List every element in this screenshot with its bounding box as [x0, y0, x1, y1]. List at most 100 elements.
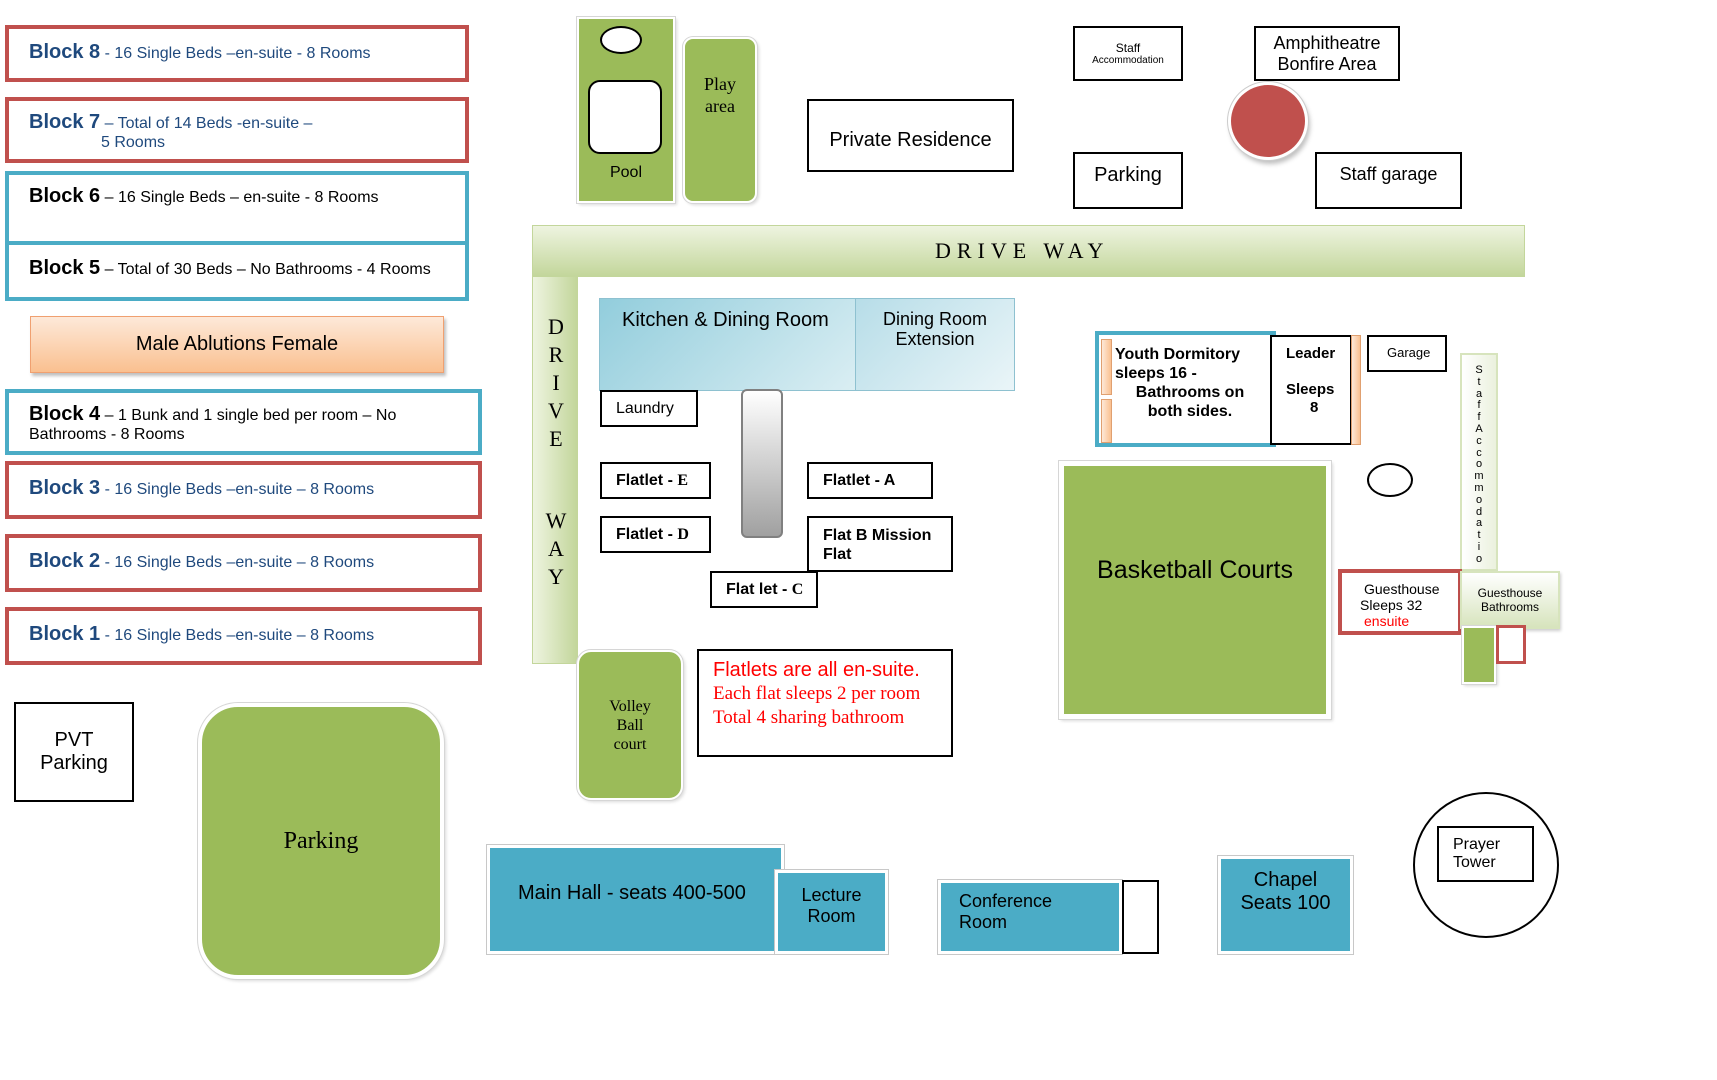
- flatlet-note-line2: Each flat sleeps 2 per room: [713, 683, 921, 704]
- leader-line3: 8: [1310, 399, 1319, 416]
- prayer-tower-line2: Tower: [1453, 854, 1496, 871]
- flatlet-c-a: Flat let -: [726, 581, 792, 598]
- ablutions[interactable]: Male Ablutions Female: [30, 316, 444, 373]
- pvt-parking-line1: PVT: [54, 729, 94, 751]
- block-2-desc: - 16 Single Beds –en-suite – 8 Rooms: [100, 554, 375, 571]
- flatlet-b-line1: Flat B Mission: [823, 527, 932, 544]
- conference-room-line2: Room: [959, 912, 1008, 932]
- dining-room-extension[interactable]: Dining Room Extension: [855, 298, 1015, 391]
- staff-accommodation[interactable]: Staff Accommodation: [1073, 26, 1183, 81]
- private-residence-label: Private Residence: [829, 129, 992, 151]
- block-5[interactable]: Block 5 – Total of 30 Beds – No Bathroom…: [5, 241, 469, 301]
- volleyball-line1: Volley: [609, 697, 651, 715]
- staff-accom-letter: f: [1477, 399, 1481, 412]
- block-5-desc: – Total of 30 Beds – No Bathrooms - 4 Ro…: [100, 261, 431, 278]
- driveway-v-letter: V: [548, 398, 564, 423]
- kitchen-dining-room[interactable]: Kitchen & Dining Room: [599, 298, 856, 391]
- amphitheatre[interactable]: Amphitheatre Bonfire Area: [1254, 26, 1400, 81]
- corridor-pillar: [741, 389, 783, 538]
- prayer-tower-circle[interactable]: Prayer Tower: [1413, 792, 1559, 938]
- staff-accommodation-strip[interactable]: S t a f f A c c o m m o d a t i o: [1460, 353, 1498, 571]
- youth-dorm-line1: Youth Dormitory: [1115, 346, 1241, 363]
- staff-garage[interactable]: Staff garage: [1315, 152, 1462, 209]
- block-1-name: Block 1: [29, 623, 101, 645]
- staff-accom-letter: c: [1476, 446, 1482, 459]
- parking-large[interactable]: Parking: [198, 703, 444, 979]
- laundry[interactable]: Laundry: [600, 390, 698, 427]
- block-3[interactable]: Block 3 - 16 Single Beds –en-suite – 8 R…: [5, 461, 482, 519]
- block-8-desc: - 16 Single Beds –en-suite - 8 Rooms: [100, 45, 371, 62]
- staff-accom-letter: i: [1477, 540, 1481, 553]
- basketball-label: Basketball Courts: [1097, 555, 1293, 584]
- flatlet-d-b: D: [677, 526, 689, 543]
- block-8[interactable]: Block 8 - 16 Single Beds –en-suite - 8 R…: [5, 25, 469, 82]
- youth-dorm-line2: sleeps 16 -: [1115, 365, 1197, 382]
- block-4[interactable]: Block 4 – 1 Bunk and 1 single bed per ro…: [5, 389, 482, 455]
- driveway-v-letter: W: [545, 508, 567, 533]
- laundry-label: Laundry: [616, 400, 674, 417]
- pool-area[interactable]: Pool: [577, 17, 675, 203]
- lecture-room[interactable]: Lecture Room: [775, 870, 888, 954]
- private-residence[interactable]: Private Residence: [807, 99, 1014, 172]
- flatlet-b-line2: Flat: [823, 546, 852, 563]
- driveway-v-letter: D: [548, 314, 564, 339]
- garage-label: Garage: [1387, 345, 1431, 360]
- flatlet-a[interactable]: Flatlet - A: [807, 462, 933, 499]
- staff-accom-letter: t: [1477, 529, 1481, 542]
- parking-small-label: Parking: [1094, 164, 1162, 186]
- basketball-courts[interactable]: Basketball Courts: [1059, 461, 1331, 719]
- block-6[interactable]: Block 6 – 16 Single Beds – en-suite - 8 …: [5, 171, 469, 245]
- driveway-v-word2: W A Y: [533, 507, 579, 591]
- guesthouse-bathrooms[interactable]: Guesthouse Bathrooms: [1460, 571, 1560, 629]
- block-7-desc2: 5 Rooms: [101, 134, 166, 151]
- block-7[interactable]: Block 7 – Total of 14 Beds -en-suite – 5…: [5, 97, 469, 163]
- staff-accom-letter: m: [1474, 481, 1484, 494]
- staff-accom-letter: t: [1477, 375, 1481, 388]
- amphitheatre-line2: Bonfire Area: [1277, 53, 1377, 74]
- block-3-desc: - 16 Single Beds –en-suite – 8 Rooms: [100, 481, 375, 498]
- pool-oval: [600, 26, 642, 54]
- driveway-v-letter: I: [552, 370, 560, 395]
- main-hall[interactable]: Main Hall - seats 400-500: [487, 845, 784, 954]
- conference-room[interactable]: Conference Room: [938, 880, 1122, 954]
- guesthouse[interactable]: Guesthouse Sleeps 32 ensuite: [1338, 569, 1462, 635]
- block-4-desc: – 1 Bunk and 1 single bed per room – No: [100, 407, 397, 424]
- guesthouse-line3: ensuite: [1364, 613, 1410, 629]
- volleyball-court[interactable]: Volley Ball court: [577, 650, 683, 800]
- flatlet-b[interactable]: Flat B Mission Flat: [807, 516, 953, 572]
- youth-dormitory[interactable]: Youth Dormitory sleeps 16 - Bathrooms on…: [1095, 331, 1276, 447]
- guesthouse-bathrooms-line2: Bathrooms: [1480, 600, 1540, 614]
- staff-accom-letter: d: [1475, 505, 1483, 518]
- staff-accom-vertical-text: S t a f f A c c o m m o d a t i o: [1462, 364, 1496, 566]
- block-2[interactable]: Block 2 - 16 Single Beds –en-suite – 8 R…: [5, 534, 482, 592]
- lecture-room-line1: Lecture: [801, 885, 862, 905]
- flatlet-note-line1: Flatlets are all en-suite.: [713, 659, 920, 681]
- driveway-v-letter: E: [549, 426, 563, 451]
- flatlet-c[interactable]: Flat let - C: [710, 571, 818, 608]
- youth-dorm-text: Youth Dormitory sleeps 16 - Bathrooms on…: [1115, 345, 1265, 421]
- flatlet-note: Flatlets are all en-suite. Each flat sle…: [697, 649, 953, 757]
- pvt-parking[interactable]: PVT Parking: [14, 702, 134, 802]
- driveway-v-letter: Y: [548, 564, 564, 589]
- block-1[interactable]: Block 1 - 16 Single Beds –en-suite – 8 R…: [5, 607, 482, 665]
- garage[interactable]: Garage: [1367, 335, 1447, 372]
- play-area-line2: area: [705, 96, 735, 116]
- staff-accom-letter: o: [1475, 458, 1483, 471]
- parking-large-label: Parking: [283, 827, 359, 854]
- flatlet-d[interactable]: Flatlet - D: [600, 516, 711, 553]
- flatlet-note-line3: Total 4 sharing bathroom: [713, 707, 905, 728]
- dorm-bathroom-left-top: [1101, 339, 1112, 395]
- guesthouse-line2: Sleeps 32: [1360, 597, 1423, 613]
- volleyball-line2: Ball: [616, 716, 644, 734]
- pool-basin: [588, 80, 662, 154]
- staff-accom-letter: c: [1476, 434, 1482, 447]
- flatlet-e[interactable]: Flatlet - E: [600, 462, 711, 499]
- flatlet-a-label: Flatlet - A: [823, 472, 896, 489]
- chapel[interactable]: Chapel Seats 100: [1218, 856, 1353, 954]
- play-area[interactable]: Play area: [683, 37, 757, 203]
- leader-room[interactable]: Leader Sleeps 8: [1270, 335, 1352, 445]
- lecture-room-line2: Room: [807, 906, 856, 926]
- parking-small[interactable]: Parking: [1073, 152, 1183, 209]
- block-6-name: Block 6: [29, 185, 101, 207]
- block-7-name: Block 7: [29, 111, 101, 133]
